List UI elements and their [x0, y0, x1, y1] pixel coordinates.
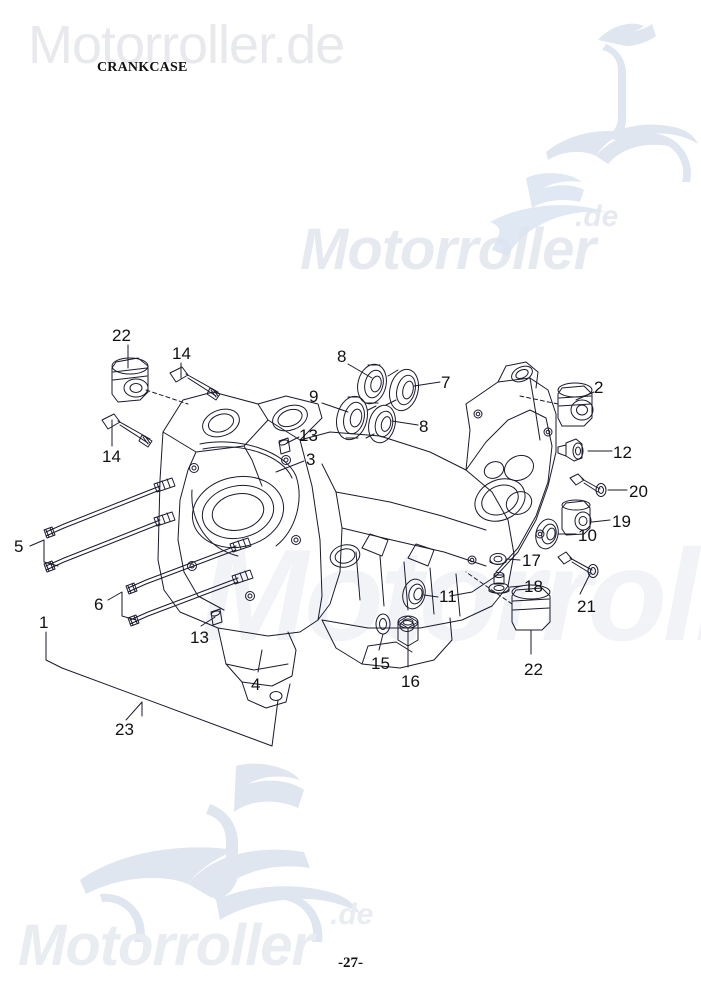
watermark-bottom: Motorroller	[18, 913, 314, 978]
scooter-silhouette-icon	[540, 4, 700, 194]
callout-14-lower: 14	[102, 447, 121, 466]
callout-13-lower: 13	[190, 628, 209, 647]
watermark-ghost: Motorroller	[200, 522, 701, 668]
page-title: CRANKCASE	[97, 60, 188, 75]
callout-1: 1	[39, 613, 49, 632]
watermark-top: Motorroller.de	[28, 15, 345, 75]
callout-21: 21	[577, 597, 596, 616]
callout-5: 5	[14, 537, 24, 556]
scooter-silhouette-icon-middle	[430, 170, 630, 280]
callout-17: 17	[522, 551, 541, 570]
page-number: -27-	[338, 955, 363, 971]
watermark-middle: Motorroller	[300, 217, 596, 282]
callout-16: 16	[401, 672, 420, 691]
callout-11: 11	[439, 587, 457, 606]
callout-12: 12	[613, 443, 632, 462]
callout-2: 2	[594, 378, 604, 397]
callout-22-bottom: 22	[524, 660, 543, 679]
callout-8-upper: 8	[337, 347, 347, 366]
callout-15: 15	[371, 654, 390, 673]
callout-7: 7	[441, 373, 451, 392]
callout-4: 4	[251, 675, 261, 694]
callout-20: 20	[629, 482, 648, 501]
callout-9: 9	[309, 387, 319, 406]
callout-6: 6	[94, 595, 104, 614]
callout-13-upper: 13	[299, 426, 318, 445]
scooter-silhouette-icon-bottom	[60, 760, 360, 960]
callout-8-lower: 8	[419, 417, 429, 436]
callout-19: 19	[612, 512, 631, 531]
callout-23: 23	[115, 720, 134, 739]
callout-14-upper: 14	[172, 344, 191, 363]
callout-22-top: 22	[112, 326, 131, 345]
callout-18: 18	[524, 577, 543, 596]
callout-10: 10	[578, 526, 597, 545]
watermark-bottom-suffix: .de	[330, 898, 374, 931]
watermark-middle-suffix: .de	[575, 200, 619, 233]
callout-3: 3	[306, 450, 316, 469]
